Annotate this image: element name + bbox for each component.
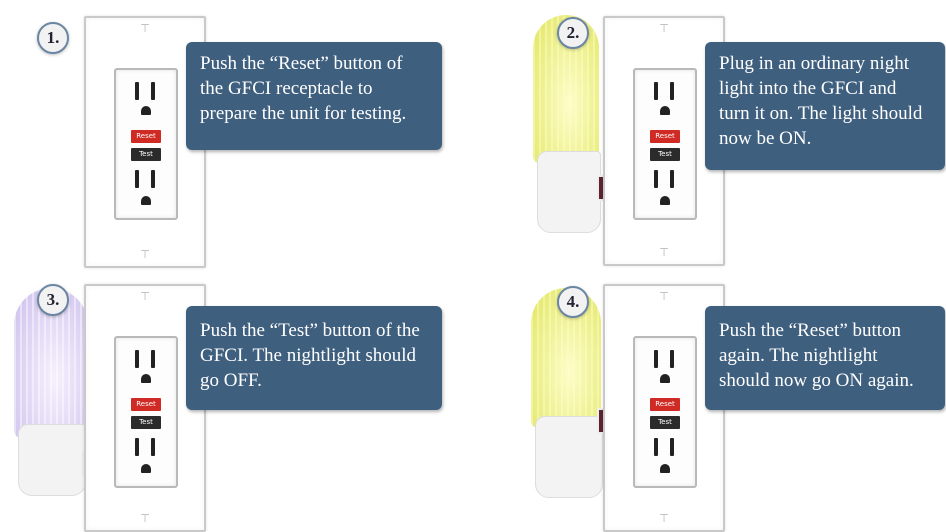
ground-hole bbox=[141, 106, 151, 115]
ground-hole bbox=[660, 374, 670, 383]
screw-icon: ⊤ bbox=[140, 290, 150, 303]
test-button: Test bbox=[650, 148, 680, 161]
test-button: Test bbox=[131, 148, 161, 161]
outlet-slot bbox=[151, 438, 155, 456]
step-number-badge: 1. bbox=[37, 22, 69, 54]
wall-plate: ⊤ Reset Test ⊤ bbox=[603, 284, 725, 532]
step-instruction: Push the “Reset” button again. The night… bbox=[705, 306, 945, 410]
outlet-slot bbox=[654, 82, 658, 100]
nightlight-shade bbox=[531, 288, 601, 428]
nightlight-base bbox=[537, 151, 601, 233]
outlet-slot bbox=[135, 170, 139, 188]
outlet-slot bbox=[135, 438, 139, 456]
outlet-slot bbox=[670, 170, 674, 188]
ground-hole bbox=[141, 464, 151, 473]
outlet-slot bbox=[654, 350, 658, 368]
outlet-slot bbox=[135, 82, 139, 100]
outlet-slot bbox=[151, 170, 155, 188]
screw-icon: ⊤ bbox=[140, 512, 150, 525]
reset-button: Reset bbox=[131, 398, 161, 411]
step-3-panel: ⊤ Reset Test ⊤ 3. Push the “Test” button… bbox=[0, 264, 473, 532]
ground-hole bbox=[660, 196, 670, 205]
ground-hole bbox=[660, 464, 670, 473]
reset-button: Reset bbox=[131, 130, 161, 143]
step-1-panel: ⊤ Reset Test ⊤ 1. Push the “Reset” butto… bbox=[0, 0, 473, 268]
step-instruction: Push the “Test” button of the GFCI. The … bbox=[186, 306, 442, 410]
wall-plate: ⊤ Reset Test ⊤ bbox=[84, 16, 206, 268]
outlet-slot bbox=[670, 438, 674, 456]
screw-icon: ⊤ bbox=[659, 290, 669, 303]
step-instruction: Plug in an ordinary night light into the… bbox=[705, 42, 945, 170]
outlet-slot bbox=[670, 350, 674, 368]
step-instruction: Push the “Reset” button of the GFCI rece… bbox=[186, 42, 442, 150]
ground-hole bbox=[141, 196, 151, 205]
screw-icon: ⊤ bbox=[659, 246, 669, 259]
outlet-slot bbox=[654, 438, 658, 456]
wall-plate: ⊤ Reset Test ⊤ bbox=[603, 16, 725, 266]
step-4-panel: ⊤ Reset Test ⊤ 4. Push the “Reset” butto… bbox=[473, 264, 946, 532]
ground-hole bbox=[141, 374, 151, 383]
nightlight-base bbox=[535, 416, 603, 498]
gfci-receptacle: Reset Test bbox=[633, 68, 697, 220]
outlet-slot bbox=[654, 170, 658, 188]
step-2-panel: ⊤ Reset Test ⊤ 2. Plug in an ordinary ni… bbox=[473, 0, 946, 266]
screw-icon: ⊤ bbox=[659, 512, 669, 525]
gfci-receptacle: Reset Test bbox=[633, 336, 697, 488]
gfci-receptacle: Reset Test bbox=[114, 68, 178, 220]
test-button: Test bbox=[650, 416, 680, 429]
reset-button: Reset bbox=[650, 130, 680, 143]
outlet-slot bbox=[135, 350, 139, 368]
screw-icon: ⊤ bbox=[140, 22, 150, 35]
reset-button: Reset bbox=[650, 398, 680, 411]
screw-icon: ⊤ bbox=[659, 22, 669, 35]
outlet-slot bbox=[151, 82, 155, 100]
outlet-slot bbox=[670, 82, 674, 100]
gfci-receptacle: Reset Test bbox=[114, 336, 178, 488]
wall-plate: ⊤ Reset Test ⊤ bbox=[84, 284, 206, 532]
screw-icon: ⊤ bbox=[140, 248, 150, 261]
step-number-badge: 2. bbox=[557, 17, 589, 49]
ground-hole bbox=[660, 106, 670, 115]
outlet-slot bbox=[151, 350, 155, 368]
test-button: Test bbox=[131, 416, 161, 429]
nightlight-on bbox=[523, 284, 623, 524]
nightlight-base bbox=[18, 424, 86, 496]
step-number-badge: 3. bbox=[37, 284, 69, 316]
step-number-badge: 4. bbox=[557, 286, 589, 318]
